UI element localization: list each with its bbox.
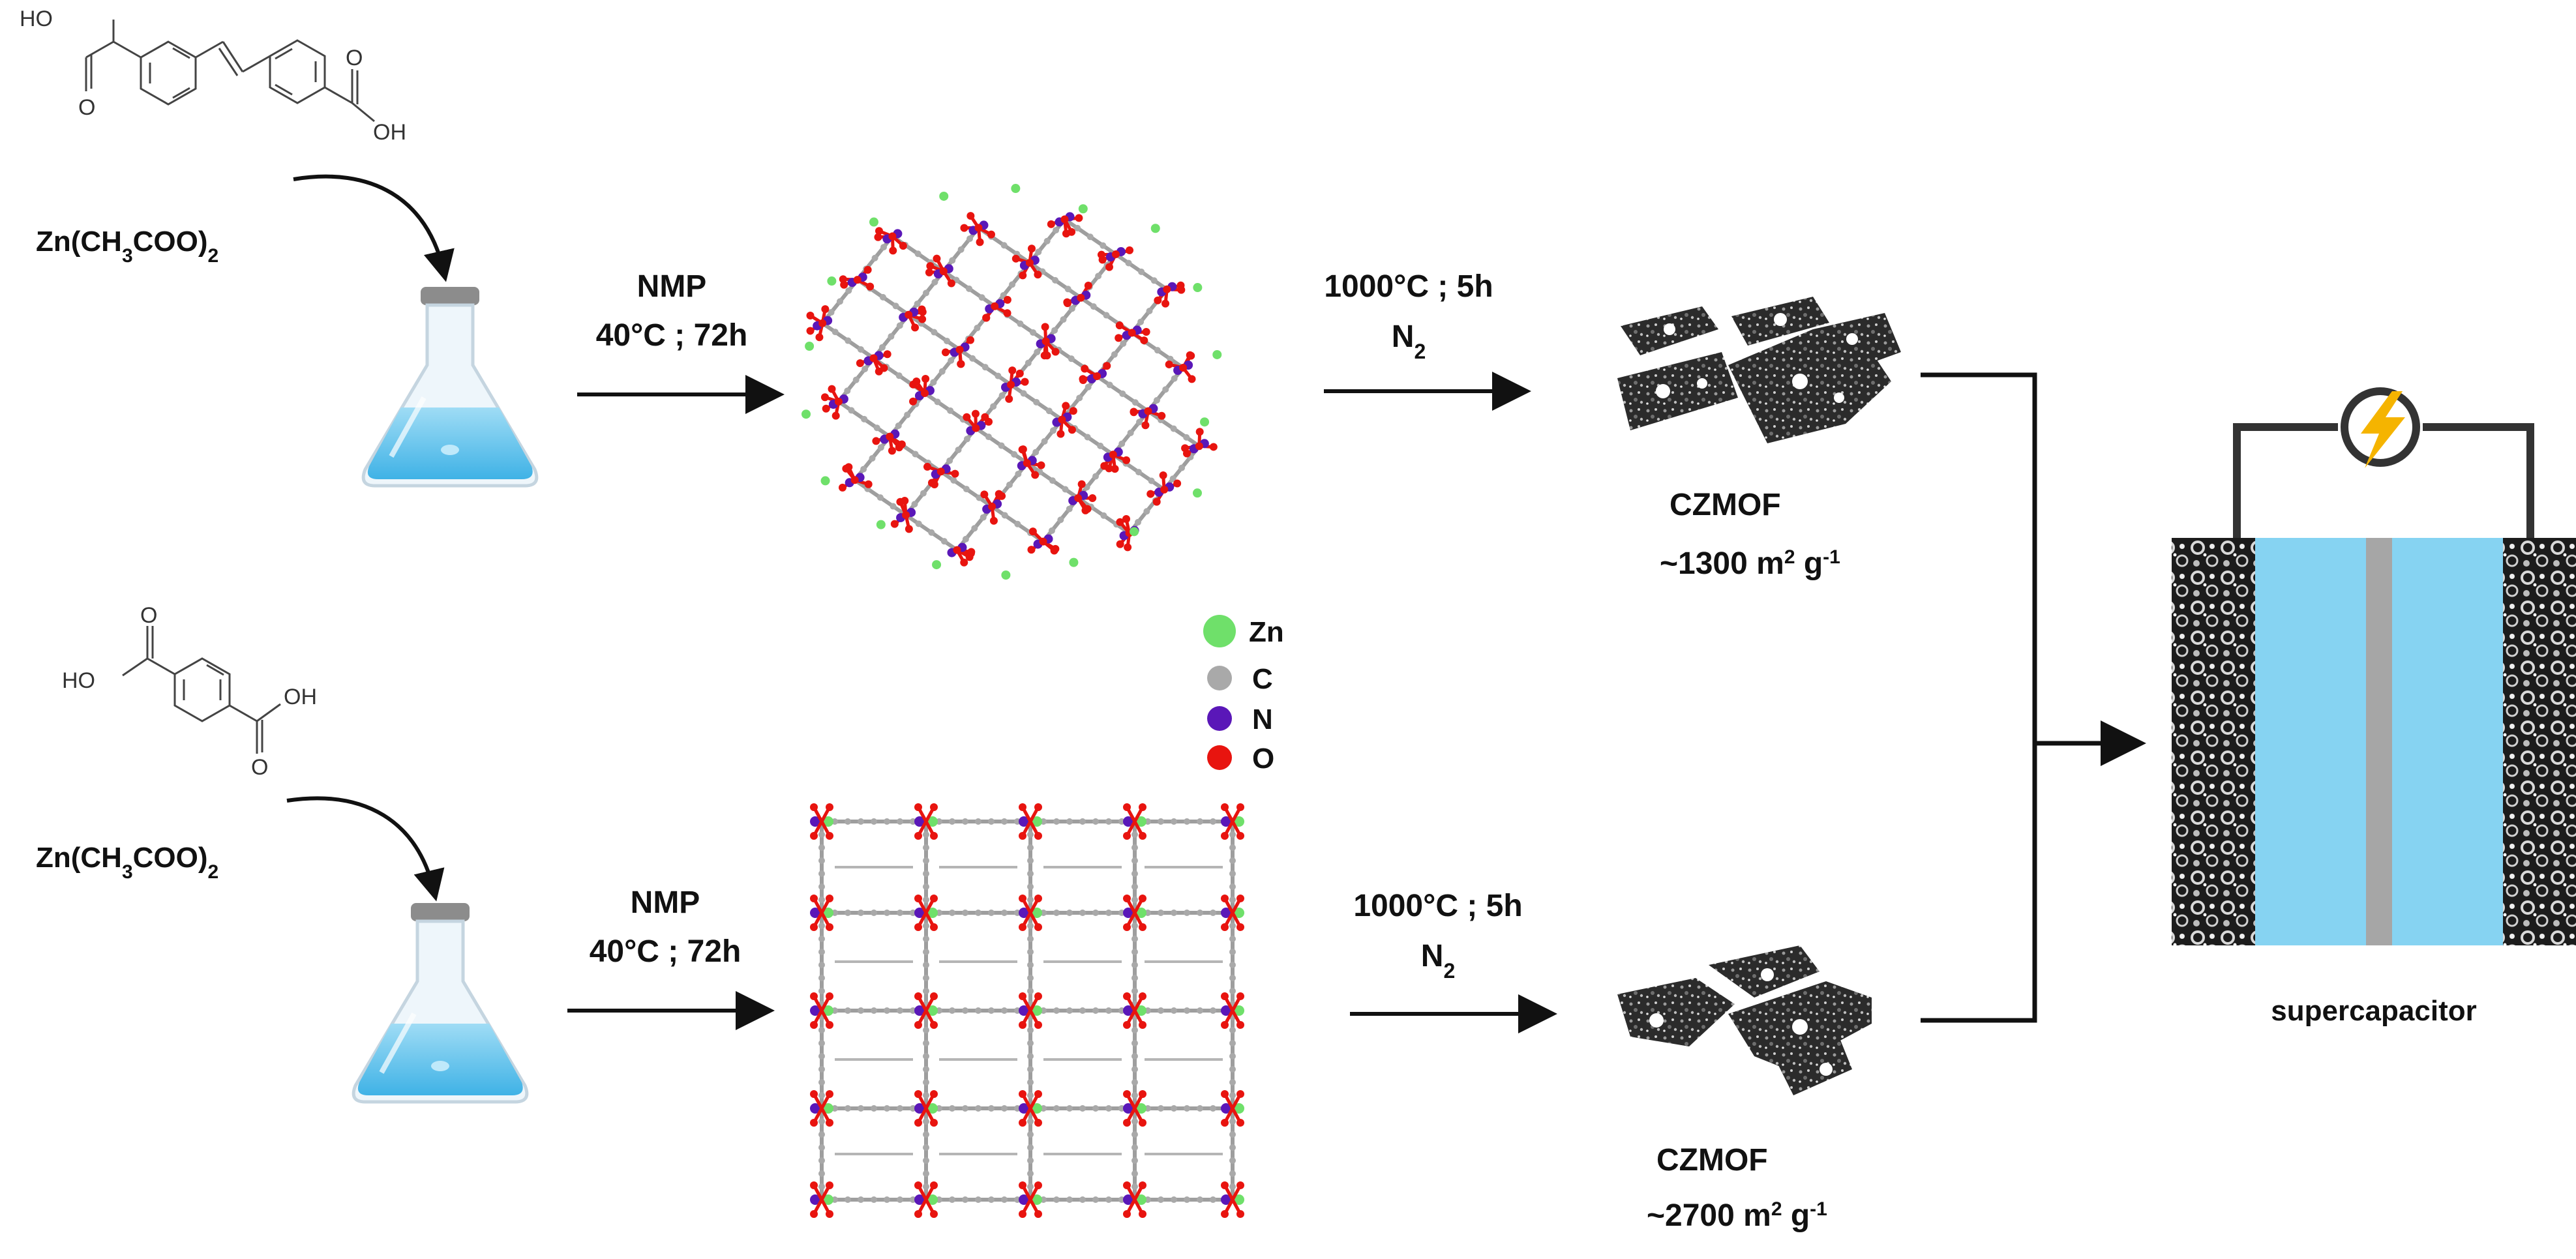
bottom-linker-structure — [122, 626, 281, 754]
bottom-connector-line — [1921, 740, 2037, 1023]
legend-n: N — [1207, 704, 1273, 735]
supercapacitor-device: supercapacitor — [2172, 387, 2576, 1027]
bottom-route: HO O O OH Zn(CH3COO)2 NMP 40°C ; 72h 100… — [36, 603, 2037, 1234]
separator — [2366, 538, 2392, 945]
bottom-flask-icon — [352, 903, 529, 1104]
bottom-linker-o-label-right: O — [251, 755, 268, 780]
top-route: HO O O OH Zn(CH3COO)2 NMP 40°C ; 72h 100… — [20, 7, 2037, 743]
legend-o-label: O — [1252, 743, 1274, 775]
legend-o-swatch — [1207, 745, 1232, 770]
legend-zn-swatch — [1203, 615, 1236, 647]
top-linker-oh-label: OH — [373, 120, 406, 145]
bottom-linker-oh-label: OH — [284, 685, 317, 709]
right-electrode — [2503, 538, 2576, 945]
supercapacitor-label: supercapacitor — [2271, 995, 2476, 1027]
right-wire — [2423, 423, 2534, 538]
bottom-curved-arrow — [286, 796, 445, 902]
top-step1-solvent: NMP — [637, 269, 707, 304]
top-carbon-particles — [1617, 297, 1901, 443]
bottom-linker-ho-label: HO — [62, 668, 95, 693]
top-product-surface-area: ~1300 m2 g-1 — [1660, 546, 1840, 582]
bottom-step1-conditions: 40°C ; 72h — [590, 934, 741, 969]
bottom-step2-gas: N2 — [1421, 939, 1455, 983]
top-linker-ho-label: HO — [20, 7, 53, 31]
top-product-name: CZMOF — [1670, 488, 1781, 522]
top-linker-structure — [85, 20, 375, 123]
bottom-product-surface-area: ~2700 m2 g-1 — [1647, 1198, 1827, 1234]
left-wire — [2233, 423, 2338, 538]
legend-c-swatch — [1207, 666, 1232, 690]
top-linker-o-label: O — [78, 95, 95, 120]
left-electrode — [2172, 538, 2255, 945]
top-step1-conditions: 40°C ; 72h — [596, 318, 748, 353]
top-flask-icon — [361, 287, 539, 488]
top-curved-arrow — [293, 174, 455, 282]
legend-c: C — [1207, 663, 1273, 695]
bottom-step1-solvent: NMP — [631, 885, 700, 920]
atom-legend: Zn C N O — [1203, 615, 1284, 775]
legend-zn-label: Zn — [1249, 616, 1284, 648]
legend-c-label: C — [1252, 663, 1273, 695]
top-step2-gas: N2 — [1392, 319, 1426, 363]
bottom-linker-o-label: O — [140, 603, 157, 628]
bottom-product-name: CZMOF — [1656, 1143, 1768, 1178]
legend-n-label: N — [1252, 704, 1273, 735]
legend-n-swatch — [1207, 706, 1232, 731]
top-metal-salt: Zn(CH3COO)2 — [36, 226, 218, 267]
left-electrolyte — [2255, 538, 2366, 945]
top-linker-o-label-right: O — [346, 46, 363, 70]
bottom-carbon-particles — [1617, 945, 1872, 1095]
legend-zn: Zn — [1203, 615, 1284, 648]
bottom-step2-conditions: 1000°C ; 5h — [1353, 889, 1522, 923]
lightning-bolt-icon — [2361, 391, 2405, 468]
legend-o: O — [1207, 743, 1274, 775]
top-mof-structure — [801, 184, 1222, 580]
top-connector-line — [1921, 372, 2037, 743]
right-electrolyte — [2392, 538, 2503, 945]
bottom-metal-salt: Zn(CH3COO)2 — [36, 842, 218, 883]
top-step2-conditions: 1000°C ; 5h — [1324, 269, 1493, 304]
bottom-mof-structure — [810, 803, 1244, 1218]
